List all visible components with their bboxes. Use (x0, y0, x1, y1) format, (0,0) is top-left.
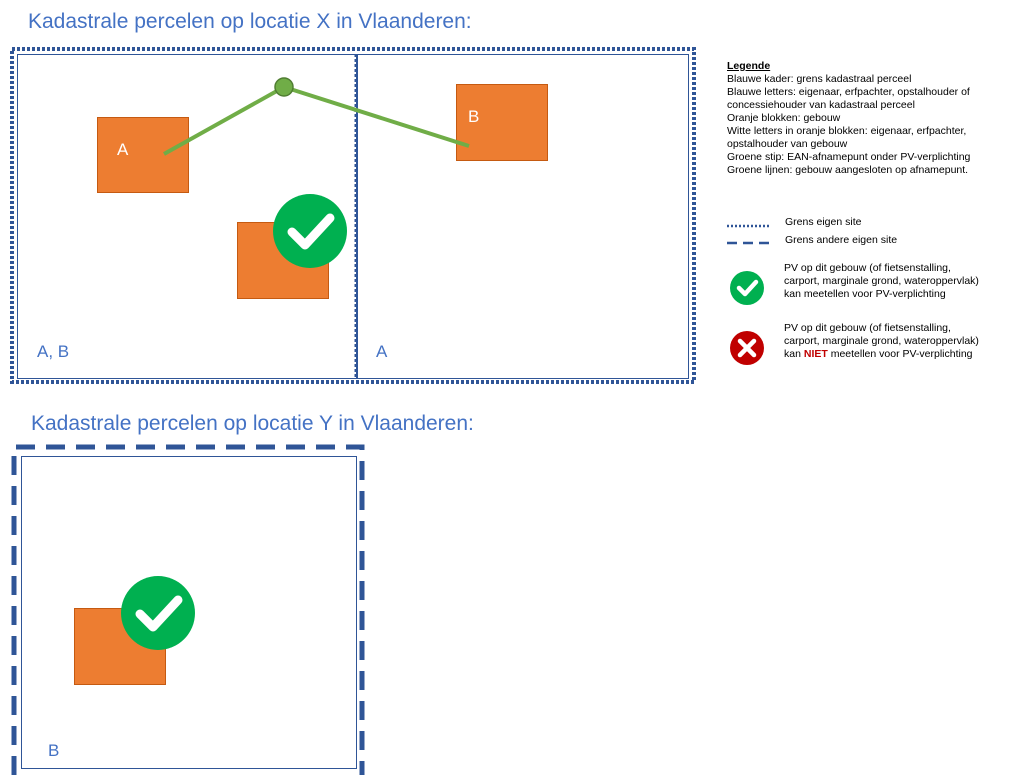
ean-point-icon (274, 77, 294, 97)
building-a-owner: A (117, 140, 129, 159)
section-y-title: Kadastrale percelen op locatie Y in Vlaa… (31, 412, 474, 435)
legend: Legende Blauwe kader: grens kadastraal p… (727, 60, 1027, 177)
parcel-x-left-owners: A, B (37, 342, 70, 361)
parcel-x-right-owners: A (376, 342, 388, 361)
building-b: B (456, 84, 548, 161)
parcel-y-owner: B (48, 741, 60, 760)
legend-line: Blauwe kader: grens kadastraal perceel (727, 73, 912, 85)
legend-cross-line: carport, marginale grond, wateroppervlak… (784, 335, 979, 347)
check-circle-icon (273, 194, 347, 268)
legend-check-line: carport, marginale grond, wateroppervlak… (784, 275, 979, 287)
cross-circle-icon (730, 331, 764, 365)
legend-line: Groene lijnen: gebouw aangesloten op afn… (727, 164, 969, 176)
check-circle-icon (730, 271, 764, 305)
legend-title: Legende (727, 60, 771, 72)
building-b-owner: B (468, 107, 480, 126)
legend-check-line: PV op dit gebouw (of fietsenstalling, (784, 262, 951, 274)
building-a: A (97, 117, 189, 193)
legend-line: opstalhouder van gebouw (727, 138, 848, 150)
legend-check-line: kan meetellen voor PV-verplichting (784, 288, 946, 300)
site-boundary-dotted (10, 47, 696, 384)
section-x-title: Kadastrale percelen op locatie X in Vlaa… (28, 10, 472, 33)
legend-niet: NIET (803, 348, 828, 360)
legend-cross-text: PV op dit gebouw (of fietsenstalling, ca… (784, 322, 979, 361)
legend-dashed-label: Grens andere eigen site (785, 234, 898, 246)
connection-line-b (283, 85, 470, 148)
legend-cross-post: meetellen voor PV-verplichting (827, 348, 973, 360)
site-boundary-dashed (11, 444, 365, 775)
legend-line: Groene stip: EAN-afnamepunt onder PV-ver… (727, 151, 971, 163)
legend-cross-line: kan NIET meetellen voor PV-verplichting (784, 348, 979, 361)
check-circle-icon (121, 576, 195, 650)
legend-line: Witte letters in oranje blokken: eigenaa… (727, 125, 967, 137)
legend-dotted-label: Grens eigen site (785, 216, 862, 228)
legend-check-text: PV op dit gebouw (of fietsenstalling, ca… (784, 262, 979, 301)
legend-line: Blauwe letters: eigenaar, erfpachter, op… (727, 86, 970, 98)
legend-line: Oranje blokken: gebouw (727, 112, 841, 124)
parcel-y (21, 456, 357, 769)
legend-line: concessiehouder van kadastraal perceel (727, 99, 915, 111)
connection-line-a (163, 85, 285, 156)
legend-cross-line: PV op dit gebouw (of fietsenstalling, (784, 322, 951, 334)
legend-cross-pre: kan (784, 348, 804, 360)
